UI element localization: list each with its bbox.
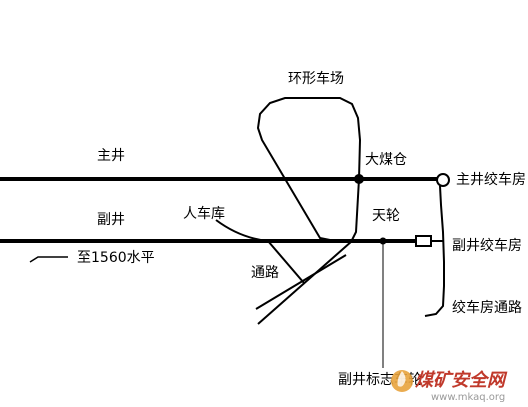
watermark-url: www.mkaq.org xyxy=(431,392,505,403)
watermark-brand: 煤矿安全网 xyxy=(415,370,508,391)
label-main-hoist-house: 主井绞车房 xyxy=(456,171,526,188)
label-main-shaft: 主井 xyxy=(97,148,125,164)
label-aux-shaft: 副井 xyxy=(97,212,125,228)
passage-line-1 xyxy=(257,240,353,325)
watermark-logo-flame-icon xyxy=(397,371,406,387)
big-coal-bin-marker xyxy=(354,174,364,184)
label-big-coal-bin: 大煤仓 xyxy=(365,152,407,168)
label-hoist-house-passage: 绞车房通路 xyxy=(452,299,522,316)
label-aux-hoist-house: 副井绞车房 xyxy=(452,237,522,254)
watermark: 煤矿安全网 www.mkaq.org xyxy=(391,370,508,403)
label-man-car-garage: 人车库 xyxy=(183,205,225,222)
label-to-level: 至1560水平 xyxy=(77,250,155,266)
ring-yard-loop xyxy=(256,97,362,241)
hoist-house-passage-line xyxy=(424,185,445,317)
man-car-garage-track xyxy=(215,219,269,242)
main-hoist-house-marker xyxy=(436,173,450,187)
label-ring-yard: 环形车场 xyxy=(288,70,344,87)
aux-hoist-house-marker xyxy=(415,235,432,247)
passage-line-2 xyxy=(255,254,347,310)
label-sheave: 天轮 xyxy=(372,208,400,224)
level-arrow xyxy=(29,256,68,263)
garage-passage-line xyxy=(267,240,305,284)
label-passage: 通路 xyxy=(251,265,279,281)
